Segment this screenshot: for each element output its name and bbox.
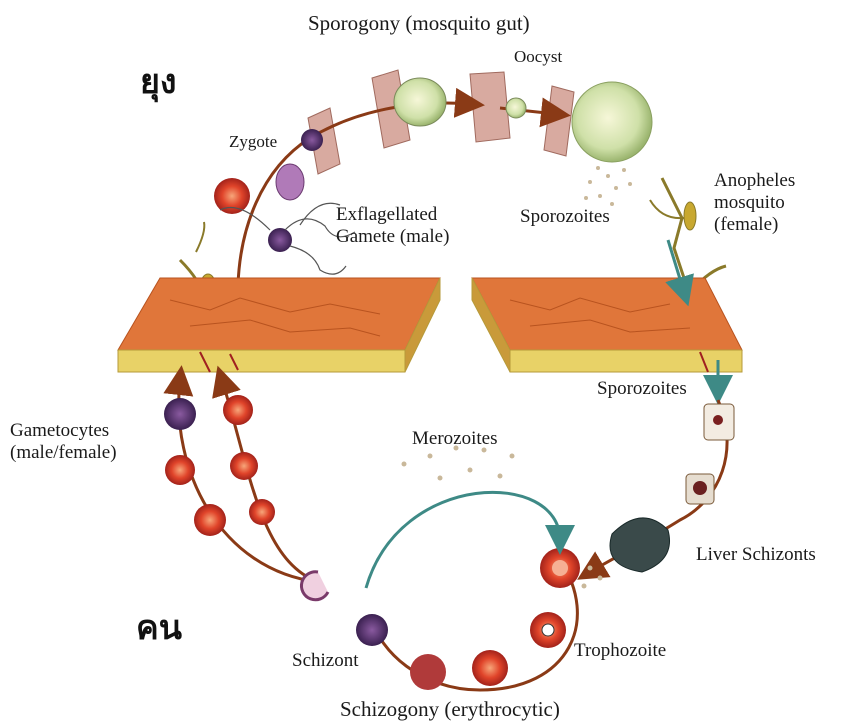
skin-block-right <box>472 278 742 372</box>
trophozoite-label: Trophozoite <box>574 640 666 662</box>
gametocyte-cells <box>164 395 328 600</box>
merozoites-label: Merozoites <box>412 428 497 450</box>
thai-mosquito-label: ยุง <box>140 54 177 108</box>
anopheles-label: Anopheles mosquito (female) <box>714 170 795 236</box>
sporozoites-top-label: Sporozoites <box>520 206 610 228</box>
male-gamete-cell <box>268 228 292 252</box>
gametocytes-line-1: Gametocytes <box>10 420 117 442</box>
gametocytes-line-2: (male/female) <box>10 442 117 464</box>
zygote-label: Zygote <box>229 131 277 153</box>
anopheles-line-1: Anopheles <box>714 170 795 192</box>
merozoite-release-arrow <box>366 492 560 588</box>
liver-schizonts-label: Liver Schizonts <box>696 544 816 566</box>
mature-oocyst <box>572 82 652 162</box>
zygote-cell <box>301 129 323 151</box>
female-gamete-cell <box>214 178 250 214</box>
exflagellated-label: Exflagellated Gamete (male) <box>336 204 449 248</box>
exflagellated-line-2: Gamete (male) <box>336 226 449 248</box>
sporozoites-right-label: Sporozoites <box>597 378 687 400</box>
thai-human-label: คน <box>136 600 182 654</box>
oocyst-label: Oocyst <box>514 46 562 68</box>
gut-wall-segments <box>308 70 574 174</box>
gametocytes-label: Gametocytes (male/female) <box>10 420 117 464</box>
anopheles-line-3: (female) <box>714 214 795 236</box>
exflagellated-line-1: Exflagellated <box>336 204 449 226</box>
anopheles-line-2: mosquito <box>714 192 795 214</box>
ookinete-cell <box>276 164 304 200</box>
schizogony-label: Schizogony (erythrocytic) <box>340 698 560 720</box>
oocyst-small <box>506 98 526 118</box>
erythrocytic-cells <box>356 548 580 690</box>
skin-block-left <box>118 278 440 372</box>
schizont-label: Schizont <box>292 650 359 672</box>
young-oocyst <box>394 78 446 126</box>
sporogony-label: Sporogony (mosquito gut) <box>308 12 530 34</box>
sporozoite-spray <box>584 166 632 206</box>
